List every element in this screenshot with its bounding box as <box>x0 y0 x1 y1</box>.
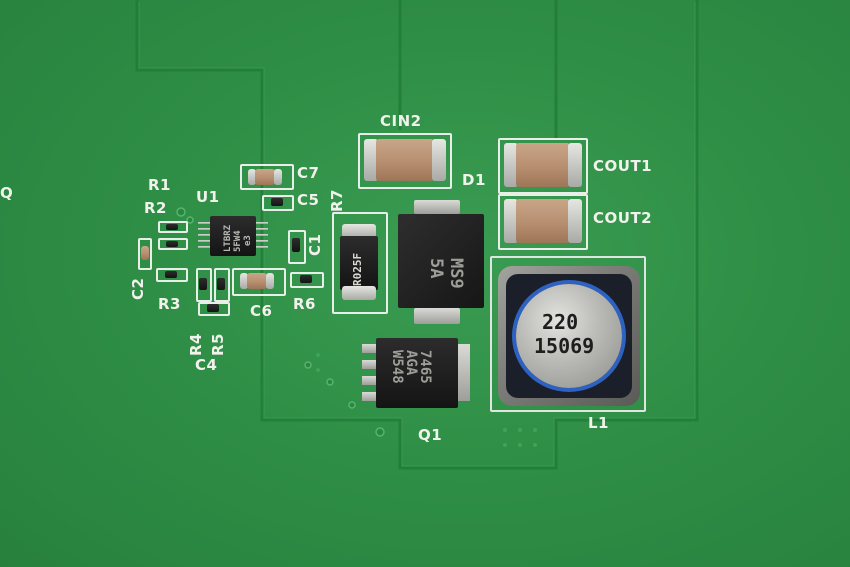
capacitor-cout1 <box>498 138 590 196</box>
resistor-r5 <box>214 268 230 302</box>
label-c7: C7 <box>297 164 320 182</box>
label-r3: R3 <box>158 295 181 313</box>
ic-u1: LTBRZ 5FW4 e3 <box>196 212 272 262</box>
u1-marking-3: e3 <box>243 235 253 246</box>
label-r7: R7 <box>328 189 346 212</box>
resistor-r2 <box>158 238 188 250</box>
u1-marking-1: LTBRZ <box>223 224 233 252</box>
label-c1: C1 <box>306 233 324 256</box>
label-q: Q <box>0 184 14 202</box>
capacitor-cout2 <box>498 194 590 252</box>
l1-marking-2: 15069 <box>534 334 595 358</box>
label-cout2: COUT2 <box>593 209 653 227</box>
u1-marking-2: 5FW4 <box>233 230 243 252</box>
label-d1: D1 <box>462 171 486 189</box>
label-r1: R1 <box>148 176 171 194</box>
resistor-r3 <box>156 268 188 282</box>
resistor-r6 <box>290 272 324 288</box>
resistor-r1 <box>158 221 188 233</box>
label-cin2: CIN2 <box>380 112 422 130</box>
label-l1: L1 <box>588 414 609 432</box>
resistor-r7: R025F <box>332 212 388 314</box>
label-r6: R6 <box>293 295 316 313</box>
d1-marking-1: MS9 <box>446 258 466 289</box>
label-c2: C2 <box>129 277 147 300</box>
capacitor-c5 <box>262 195 294 211</box>
q1-marking-3: W548 <box>389 350 405 384</box>
label-r5: R5 <box>209 333 227 356</box>
l1-marking-1: 220 <box>542 310 579 334</box>
label-r2: R2 <box>144 199 167 217</box>
d1-marking-2: 5A <box>426 258 446 279</box>
label-u1: U1 <box>196 188 220 206</box>
label-c6: C6 <box>250 302 273 320</box>
label-c4: C4 <box>195 356 218 374</box>
capacitor-c7 <box>240 164 296 192</box>
capacitor-c4 <box>198 302 230 316</box>
q1-marking-1: 7465 <box>417 350 433 384</box>
capacitor-c2 <box>138 238 152 270</box>
inductor-l1: 220 15069 <box>490 256 650 416</box>
label-c5: C5 <box>297 191 320 209</box>
mosfet-q1: 7465 AGA W548 <box>356 336 480 412</box>
label-r4: R4 <box>187 333 205 356</box>
resistor-r4 <box>196 268 212 302</box>
label-q1: Q1 <box>418 426 443 444</box>
q1-marking-2: AGA <box>403 350 419 376</box>
diode-d1: MS9 5A <box>394 196 490 332</box>
r7-marking: R025F <box>351 252 364 286</box>
label-cout1: COUT1 <box>593 157 653 175</box>
capacitor-c6 <box>232 268 288 298</box>
capacitor-cin2 <box>358 133 454 191</box>
capacitor-c1 <box>288 230 306 264</box>
